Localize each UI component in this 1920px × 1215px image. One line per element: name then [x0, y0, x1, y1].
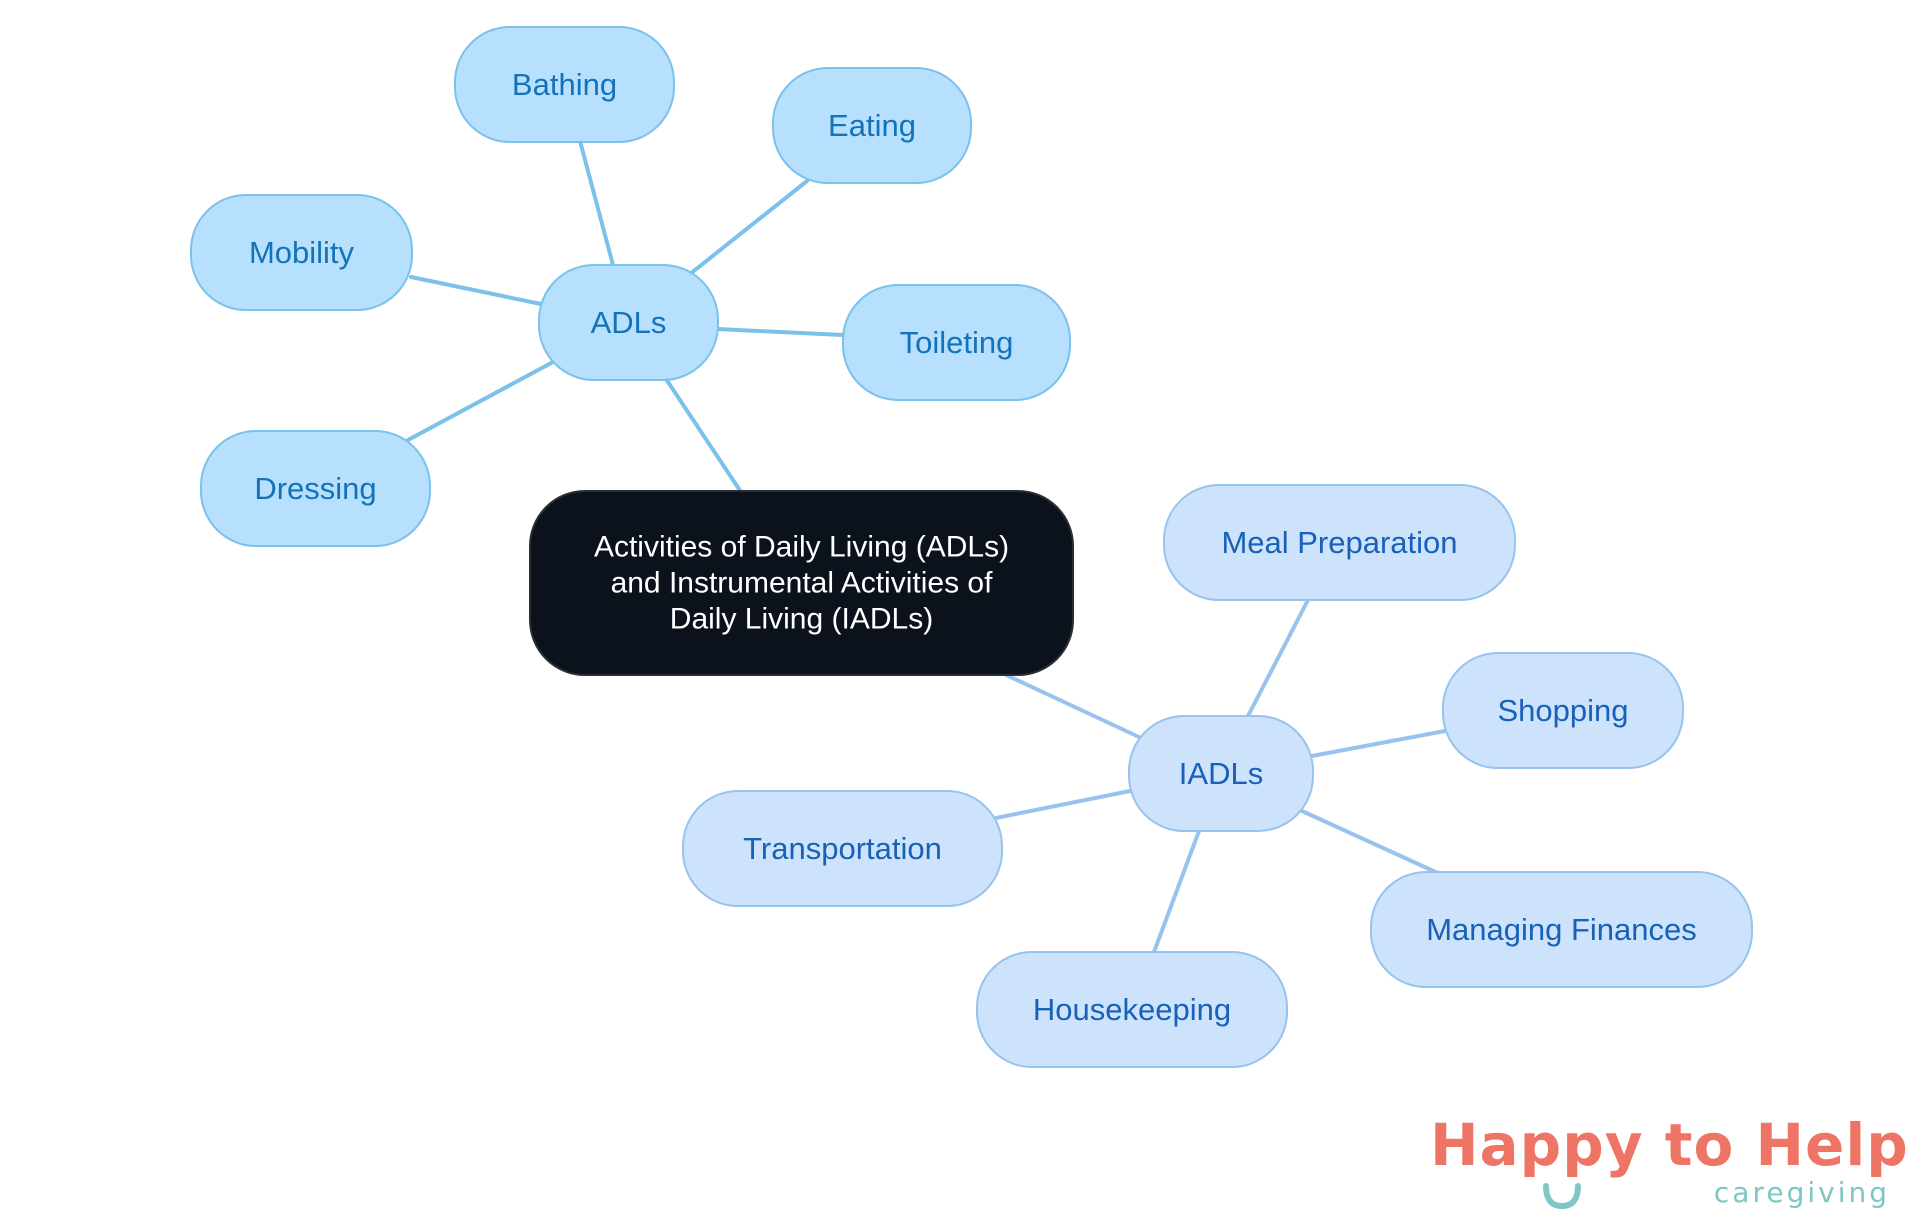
branch-node-iadls: IADLs — [1128, 715, 1314, 832]
leaf-node-eating: Eating — [772, 67, 972, 184]
happy-to-help-logo: Happy to Help caregiving — [1430, 1110, 1909, 1215]
leaf-node-transportation: Transportation — [682, 790, 1003, 907]
branch-node-adls: ADLs — [538, 264, 719, 381]
leaf-node-mobility: Mobility — [190, 194, 413, 311]
central-topic-node: Activities of Daily Living (ADLs)and Ins… — [529, 490, 1074, 676]
leaf-node-toileting: Toileting — [842, 284, 1071, 401]
leaf-node-toileting-label: Toileting — [900, 325, 1014, 360]
connector-lines — [406, 139, 1447, 954]
leaf-node-managing-finances-label: Managing Finances — [1426, 912, 1697, 947]
edge-adls-to-toileting — [715, 327, 845, 337]
edge-iadls-to-shopping — [1310, 729, 1447, 758]
leaf-node-managing-finances-shape — [1370, 871, 1753, 988]
edge-center-to-adls — [664, 377, 743, 494]
leaf-node-dressing: Dressing — [200, 430, 431, 547]
leaf-node-bathing: Bathing — [454, 26, 675, 143]
leaf-node-shopping-label: Shopping — [1497, 693, 1628, 728]
leaf-node-meal-preparation-label: Meal Preparation — [1221, 525, 1457, 560]
leaf-node-mobility-label: Mobility — [249, 235, 355, 270]
leaf-node-mobility-shape — [190, 194, 413, 311]
leaf-node-housekeeping-label: Housekeeping — [1033, 992, 1231, 1027]
leaf-node-transportation-label: Transportation — [743, 831, 942, 866]
leaf-node-eating-shape — [772, 67, 972, 184]
central-topic-node-label: Daily Living (IADLs) — [670, 603, 933, 636]
branch-node-adls-label: ADLs — [591, 305, 667, 340]
branch-node-iadls-shape — [1128, 715, 1314, 832]
leaf-node-meal-preparation: Meal Preparation — [1163, 484, 1516, 601]
edge-adls-to-dressing — [406, 360, 555, 442]
edge-iadls-to-managing-finances — [1300, 809, 1442, 876]
branch-node-iadls-label: IADLs — [1179, 756, 1263, 791]
leaf-node-dressing-label: Dressing — [254, 471, 376, 506]
leaf-node-housekeeping: Housekeeping — [976, 951, 1288, 1068]
leaf-node-transportation-shape — [682, 790, 1003, 907]
edge-iadls-to-meal-preparation — [1246, 598, 1310, 718]
leaf-node-toileting-shape — [842, 284, 1071, 401]
leaf-node-meal-preparation-shape — [1163, 484, 1516, 601]
edge-adls-to-eating — [688, 179, 809, 276]
central-topic-node-label: and Instrumental Activities of — [611, 567, 994, 600]
leaf-node-bathing-shape — [454, 26, 675, 143]
logo-title: Happy to Help — [1430, 1111, 1909, 1179]
edge-center-to-iadls — [1002, 672, 1141, 739]
leaf-node-shopping-shape — [1442, 652, 1684, 769]
leaf-node-dressing-shape — [200, 430, 431, 547]
leaf-node-bathing-label: Bathing — [512, 67, 617, 102]
diagram-nodes: Activities of Daily Living (ADLs)and Ins… — [190, 26, 1753, 1068]
branch-node-adls-shape — [538, 264, 719, 381]
leaf-node-shopping: Shopping — [1442, 652, 1684, 769]
edge-iadls-to-transportation — [994, 789, 1132, 820]
leaf-node-eating-label: Eating — [828, 108, 916, 143]
smile-icon — [1543, 1183, 1581, 1210]
leaf-node-housekeeping-shape — [976, 951, 1288, 1068]
edge-adls-to-bathing — [578, 139, 615, 267]
leaf-node-managing-finances: Managing Finances — [1370, 871, 1753, 988]
logo-subtitle: caregiving — [1713, 1176, 1890, 1209]
edge-iadls-to-housekeeping — [1152, 829, 1201, 954]
central-topic-node-label: Activities of Daily Living (ADLs) — [594, 531, 1009, 564]
central-topic-node-shape — [529, 490, 1074, 676]
edge-adls-to-mobility — [409, 275, 543, 306]
